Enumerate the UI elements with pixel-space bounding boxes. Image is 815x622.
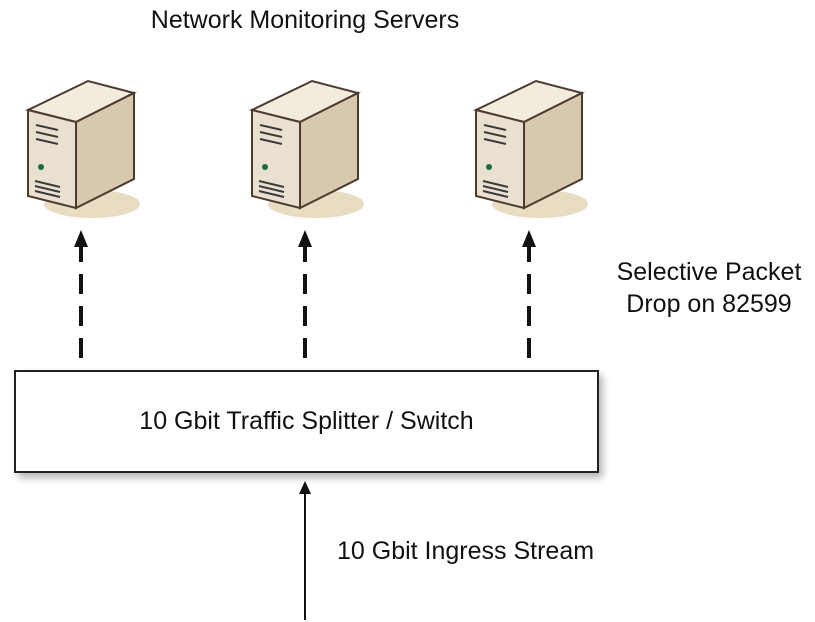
monitoring-server-1: [20, 75, 140, 225]
ingress-stream-label: 10 Gbit Ingress Stream: [337, 537, 595, 565]
monitor-link-2: [298, 230, 312, 358]
switch-label: 10 Gbit Traffic Splitter / Switch: [139, 407, 474, 435]
server-tower-icon: [249, 79, 364, 218]
server-tower-icon: [25, 79, 140, 218]
traffic-splitter-switch: 10 Gbit Traffic Splitter / Switch: [14, 370, 599, 473]
monitoring-server-3: [468, 75, 588, 225]
ingress-arrow: [299, 481, 311, 620]
monitoring-server-2: [244, 75, 364, 225]
monitor-link-3: [522, 230, 536, 358]
diagram-title: Network Monitoring Servers: [150, 6, 460, 34]
monitor-link-1: [74, 230, 88, 358]
packet-drop-note: Selective Packet Drop on 82599: [594, 256, 815, 320]
packet-drop-note-line-2: Drop on 82599: [626, 290, 792, 318]
packet-drop-note-line-1: Selective Packet: [616, 258, 802, 286]
server-tower-icon: [473, 79, 588, 218]
